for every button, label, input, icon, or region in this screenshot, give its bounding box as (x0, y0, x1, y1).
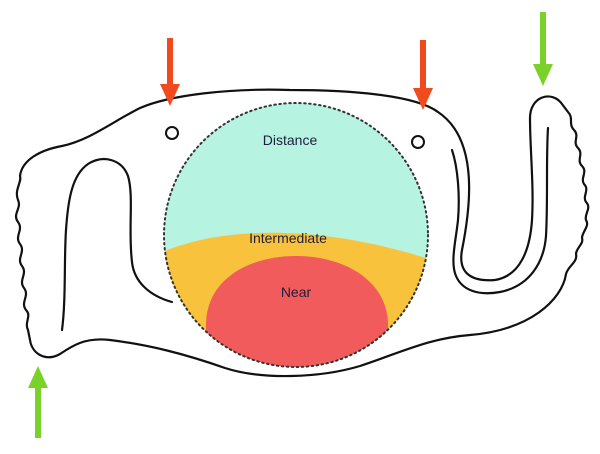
distance-label: Distance (263, 132, 318, 148)
green-arrow-top-right (533, 12, 553, 86)
left-positioning-hole (165, 126, 179, 140)
near-label: Near (281, 284, 312, 300)
optic-border (163, 102, 429, 368)
red-arrow-left (160, 38, 180, 106)
right-haptic-inner (450, 126, 550, 295)
near-zone (206, 256, 388, 367)
left-haptic-inner (60, 158, 174, 332)
right-positioning-hole (411, 135, 425, 149)
intermediate-label: Intermediate (249, 230, 327, 246)
red-arrow-right (413, 40, 433, 110)
green-arrow-bottom-left (28, 366, 48, 438)
